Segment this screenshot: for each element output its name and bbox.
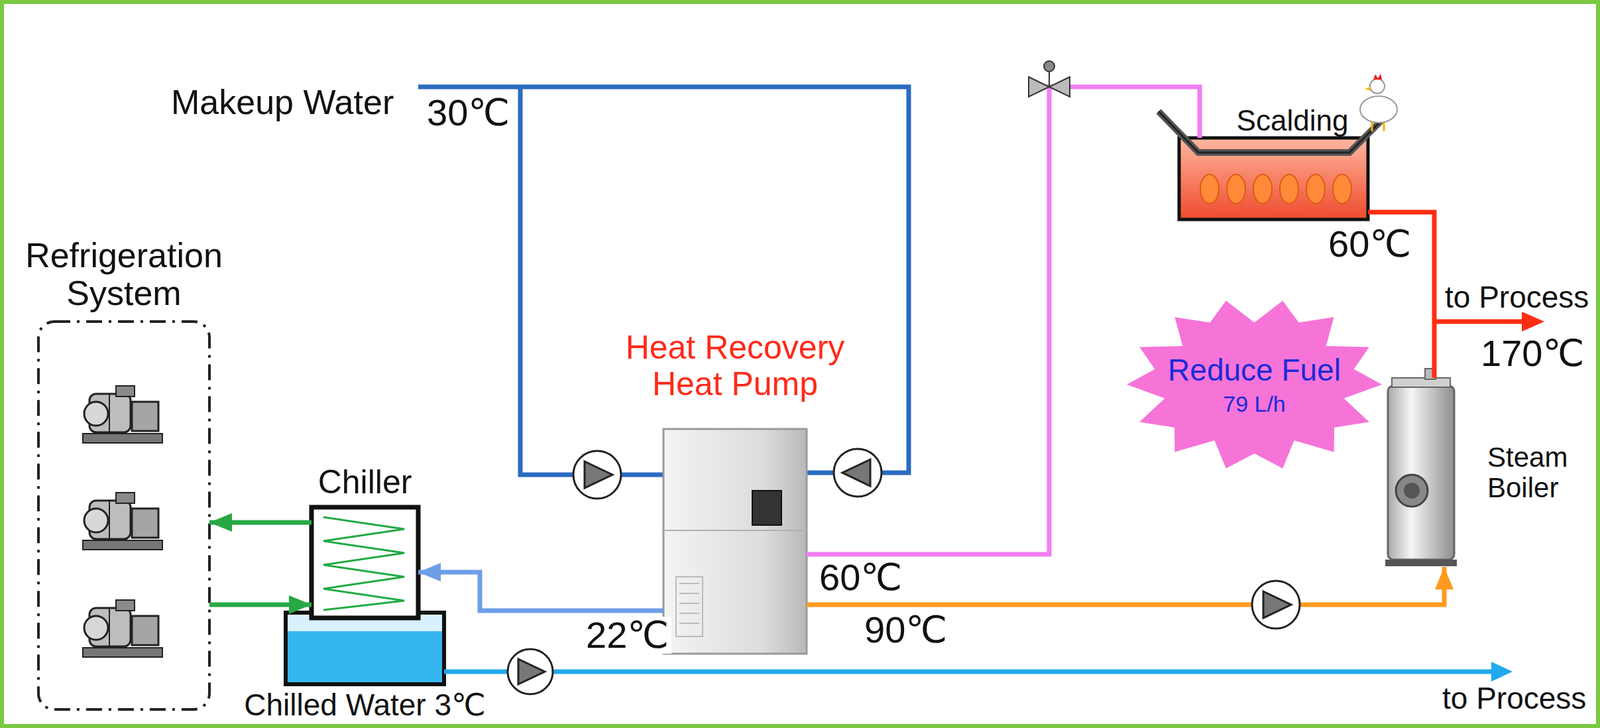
callout-burst: Reduce Fuel79 L/h xyxy=(1126,298,1382,471)
annotation-label: Makeup Water xyxy=(168,84,397,120)
pipe-connector xyxy=(209,602,312,608)
valve-symbol xyxy=(1028,60,1070,97)
equipment-node: Chilled Water 3℃ xyxy=(285,612,445,685)
equipment-node: Chiller xyxy=(311,507,419,618)
pipe-connector xyxy=(418,571,664,611)
annotation-label: 60℃ xyxy=(1325,225,1414,263)
equipment-node: Heat Recovery Heat Pump xyxy=(663,428,807,654)
node-label: Scalding xyxy=(1236,104,1349,137)
node-label: Reduce Fuel xyxy=(1167,351,1341,390)
annotation-label: to Process xyxy=(1442,281,1592,313)
annotation-label: 30℃ xyxy=(424,94,513,132)
pipe-connector xyxy=(209,520,312,525)
equipment-node: Scalding xyxy=(1179,137,1369,220)
node-label: Steam Boiler xyxy=(1487,441,1584,503)
node-label: Refrigeration System xyxy=(11,236,237,313)
temperature-label: 60℃ xyxy=(816,558,905,596)
pipe-connector xyxy=(806,86,1200,555)
node-label: Chiller xyxy=(279,463,452,501)
burst-text-box: Reduce Fuel79 L/h xyxy=(1126,298,1382,471)
node-value: 79 L/h xyxy=(1222,389,1286,419)
annotation-label: 170℃ xyxy=(1478,334,1587,372)
node-label: Chilled Water 3℃ xyxy=(243,687,486,722)
temperature-label: 90℃ xyxy=(861,611,950,649)
equipment-node: Steam Boiler xyxy=(1387,377,1455,567)
chicken xyxy=(1360,73,1398,132)
equipment-node: Refrigeration System xyxy=(38,321,210,710)
node-label: Heat Recovery Heat Pump xyxy=(615,329,855,403)
annotation-label: to Process xyxy=(1439,682,1589,714)
temperature-label: 22℃ xyxy=(583,616,672,654)
burst-polygon xyxy=(1126,300,1382,468)
